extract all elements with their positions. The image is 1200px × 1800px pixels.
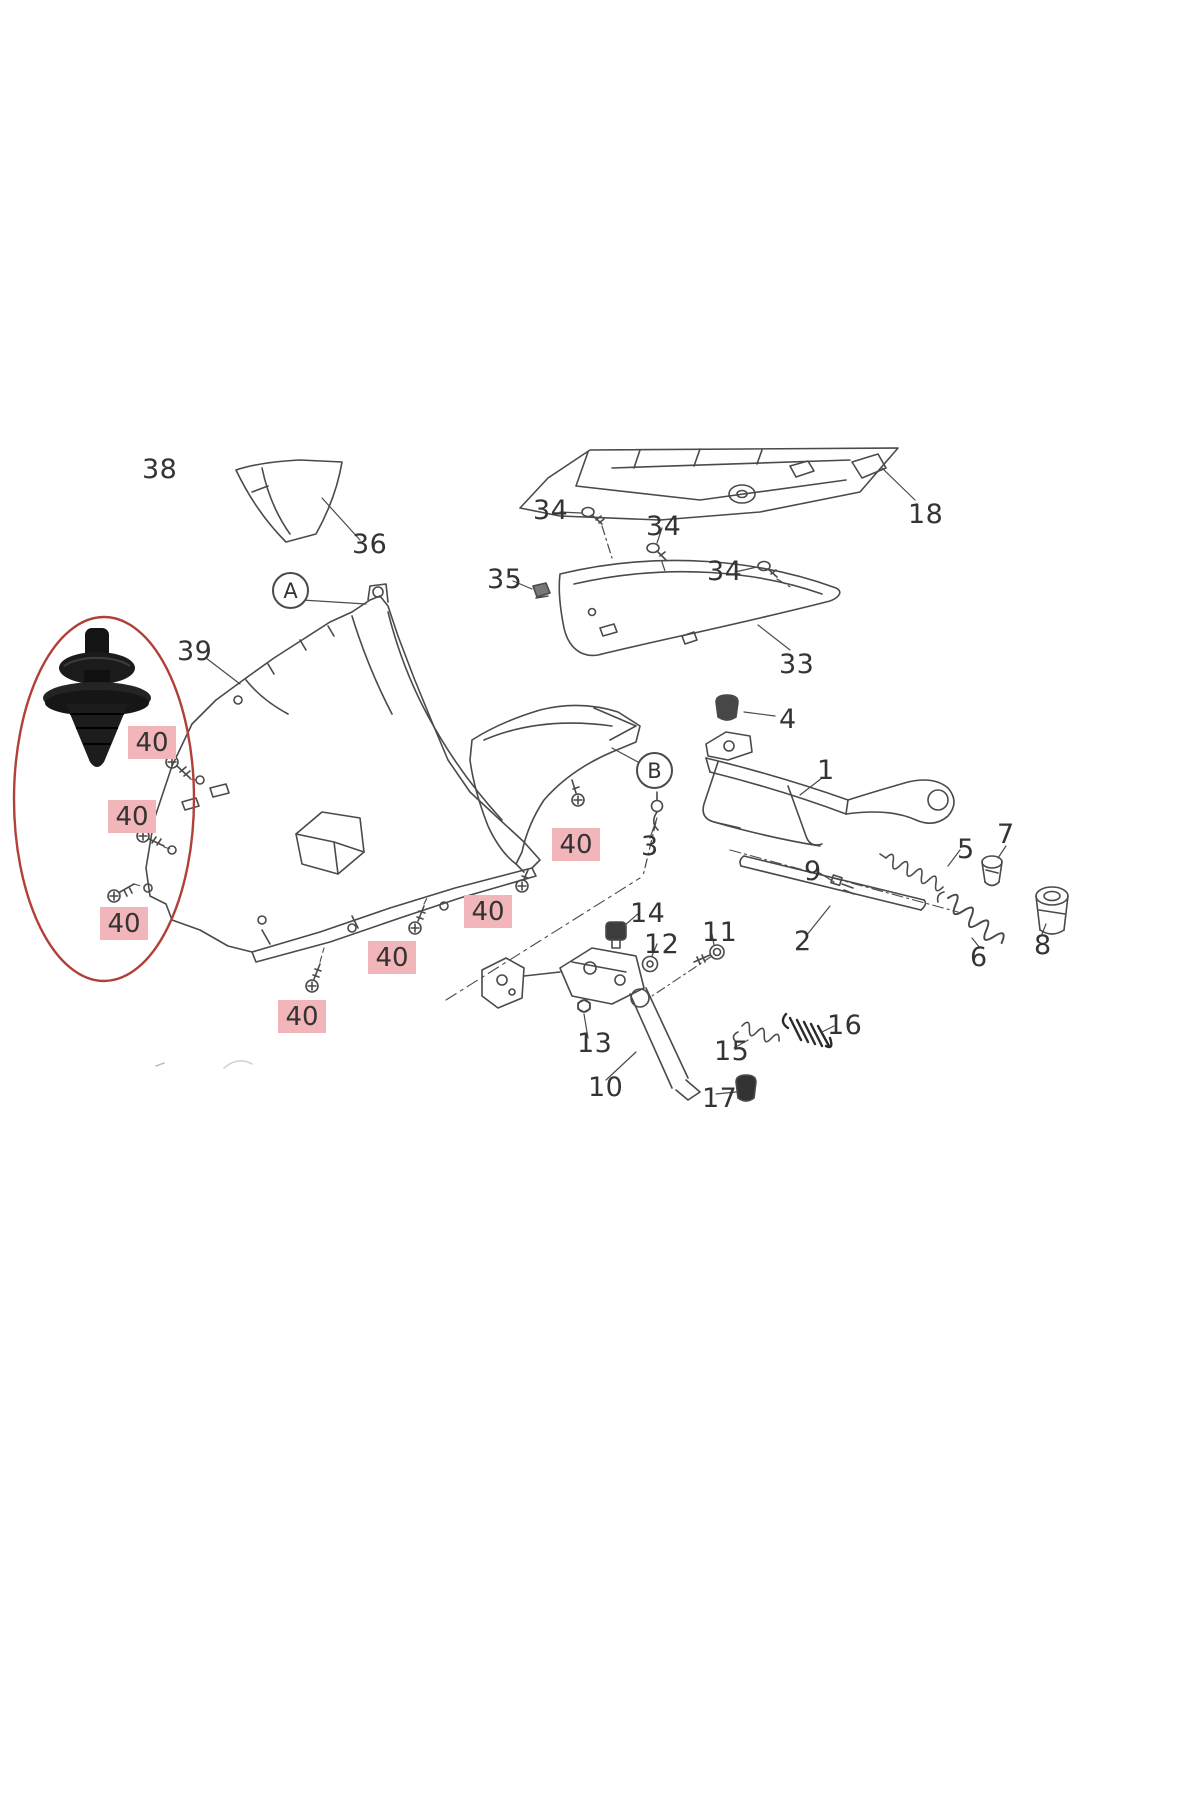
part-label-40-5: 40 bbox=[368, 941, 416, 974]
rivet-screws-40-drawing bbox=[107, 755, 585, 993]
part-label-16: 16 bbox=[827, 1010, 863, 1041]
part-label-35: 35 bbox=[487, 564, 523, 595]
part-label-13: 13 bbox=[577, 1028, 613, 1059]
side-stand-assembly-drawing bbox=[445, 877, 833, 1102]
hook-3-drawing bbox=[642, 791, 664, 877]
highlight-ellipse bbox=[12, 615, 196, 983]
faint-marks bbox=[155, 1060, 253, 1069]
part-label-7: 7 bbox=[997, 819, 1015, 850]
bushing-8-drawing bbox=[1035, 886, 1069, 935]
part-label-33: 33 bbox=[779, 649, 815, 680]
callout-a: A bbox=[272, 572, 309, 609]
part-label-18: 18 bbox=[908, 499, 944, 530]
clip-35-drawing bbox=[532, 582, 551, 599]
part-label-38: 38 bbox=[142, 454, 178, 485]
part-label-40-7: 40 bbox=[552, 828, 600, 861]
panel-39-drawing bbox=[143, 583, 541, 963]
panel-b-drawing bbox=[469, 704, 641, 873]
part-label-10: 10 bbox=[588, 1072, 624, 1103]
part-label-34-2: 34 bbox=[646, 511, 682, 542]
part-label-2: 2 bbox=[794, 926, 812, 957]
part-label-11: 11 bbox=[702, 917, 738, 948]
rod-2-drawing bbox=[729, 849, 959, 913]
cap-4-drawing bbox=[715, 694, 739, 721]
callout-b: B bbox=[636, 752, 673, 789]
part-label-14: 14 bbox=[630, 898, 666, 929]
part-label-40-1: 40 bbox=[128, 726, 176, 759]
screws-34-drawing bbox=[581, 506, 793, 589]
leader-lines bbox=[205, 467, 1047, 1095]
part-label-12: 12 bbox=[644, 929, 680, 960]
spring-6-drawing bbox=[936, 891, 1005, 944]
part-label-34-1: 34 bbox=[533, 495, 569, 526]
part-label-40-6: 40 bbox=[464, 895, 512, 928]
part-label-15: 15 bbox=[714, 1036, 750, 1067]
part-label-9: 9 bbox=[804, 856, 822, 887]
trim-33-drawing bbox=[558, 559, 841, 657]
part-label-1: 1 bbox=[817, 755, 835, 786]
part-label-36: 36 bbox=[352, 529, 388, 560]
part-label-4: 4 bbox=[779, 704, 797, 735]
spring-5-drawing bbox=[879, 853, 944, 892]
part-label-5: 5 bbox=[957, 834, 975, 865]
collar-7-drawing bbox=[981, 855, 1003, 887]
part-label-34-3: 34 bbox=[707, 556, 743, 587]
part-label-39: 39 bbox=[177, 636, 213, 667]
part-label-40-4: 40 bbox=[278, 1000, 326, 1033]
panel-36-drawing bbox=[235, 459, 343, 543]
center-stand-1-drawing bbox=[702, 731, 955, 847]
rivet-40-photo bbox=[43, 628, 151, 767]
floor-panel-18-drawing bbox=[519, 447, 899, 521]
part-label-40-2: 40 bbox=[108, 800, 156, 833]
part-label-8: 8 bbox=[1034, 930, 1052, 961]
part-label-3: 3 bbox=[641, 831, 659, 862]
part-label-40-3: 40 bbox=[100, 907, 148, 940]
part-label-17: 17 bbox=[702, 1083, 738, 1114]
part-label-6: 6 bbox=[970, 942, 988, 973]
